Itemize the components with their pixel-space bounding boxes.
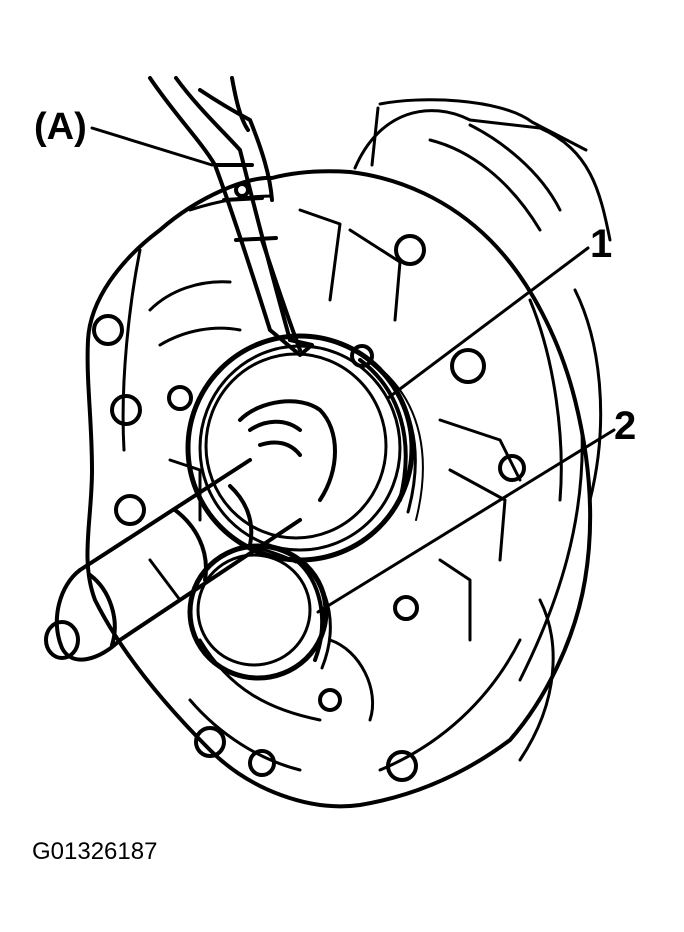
part-1-callout: 1 xyxy=(590,222,613,266)
figure-id: G01326187 xyxy=(32,838,158,865)
housing-background xyxy=(353,98,612,762)
tool-a-puller xyxy=(148,76,314,357)
bolt-holes xyxy=(92,234,526,782)
case-ribs xyxy=(148,208,522,722)
part-1-oil-seal xyxy=(185,333,424,563)
case-flange xyxy=(85,169,593,809)
part-2-bearing xyxy=(187,542,332,681)
part-2-callout: 2 xyxy=(614,404,637,448)
tool-a-callout: (A) xyxy=(34,106,87,148)
leader-lines xyxy=(90,126,616,614)
input-shaft xyxy=(44,399,337,662)
